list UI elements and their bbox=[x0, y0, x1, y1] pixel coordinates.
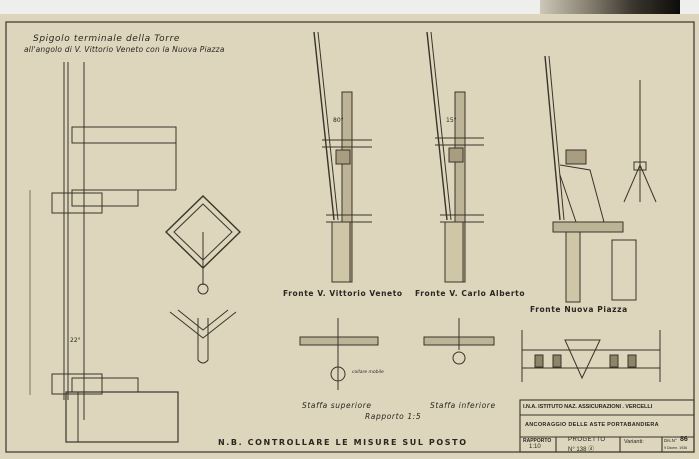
view-label-carlo-alberto: Fronte V. Carlo Alberto bbox=[415, 289, 526, 298]
piazza-plan-detail bbox=[521, 330, 661, 382]
upper-bracket-label: Staffa superiore bbox=[302, 401, 372, 410]
drawing-subject: ANCORAGGIO DELLE ASTE PORTABANDIERA bbox=[525, 422, 659, 428]
plan-detail bbox=[164, 195, 242, 364]
lower-bracket-detail bbox=[423, 318, 495, 365]
gray-scale-strip bbox=[540, 0, 680, 14]
corner-elevation bbox=[29, 62, 179, 443]
dis-number: 86 bbox=[680, 436, 688, 443]
progetto-label: PROGETTO bbox=[568, 437, 606, 443]
view-label-vittorio-veneto: Fronte V. Vittorio Veneto bbox=[283, 289, 403, 298]
angle-label: 15° bbox=[446, 117, 457, 124]
scan-margin bbox=[0, 0, 699, 14]
rapporto-label: RAPPORTO bbox=[523, 438, 552, 444]
rapporto-value: 1:10 bbox=[529, 444, 541, 450]
upper-bracket-detail bbox=[299, 318, 379, 390]
front-vittorio-veneto bbox=[313, 31, 372, 283]
angle-label: 22° bbox=[70, 337, 81, 344]
dis-label: Dis.N° bbox=[664, 438, 677, 443]
collar-note: collare mobile bbox=[352, 370, 384, 375]
drawing-title-line1: Spigolo terminale della Torre bbox=[33, 34, 181, 44]
front-carlo-alberto bbox=[426, 31, 484, 283]
check-measurements-note: N.B. CONTROLLARE LE MISURE SUL POSTO bbox=[218, 438, 468, 447]
institute-name: I.N.A. ISTITUTO NAZ. ASSICURAZIONI . VER… bbox=[523, 404, 653, 410]
detail-scale-label: Rapporto 1:5 bbox=[365, 412, 422, 421]
drawing-title-line2: all'angolo di V. Vittorio Veneto con la … bbox=[24, 45, 225, 54]
front-nuova-piazza bbox=[544, 55, 657, 303]
view-label-nuova-piazza: Fronte Nuova Piazza bbox=[530, 305, 628, 314]
title-block-frame bbox=[519, 399, 695, 453]
drawing-date: 9 Dicem. 1936 bbox=[664, 446, 688, 450]
lower-bracket-label: Staffa inferiore bbox=[430, 401, 496, 410]
varianti-label: Varianti: bbox=[624, 439, 644, 445]
angle-label: 80° bbox=[333, 117, 344, 124]
progetto-value: N° 138 ⓓ bbox=[568, 447, 595, 453]
